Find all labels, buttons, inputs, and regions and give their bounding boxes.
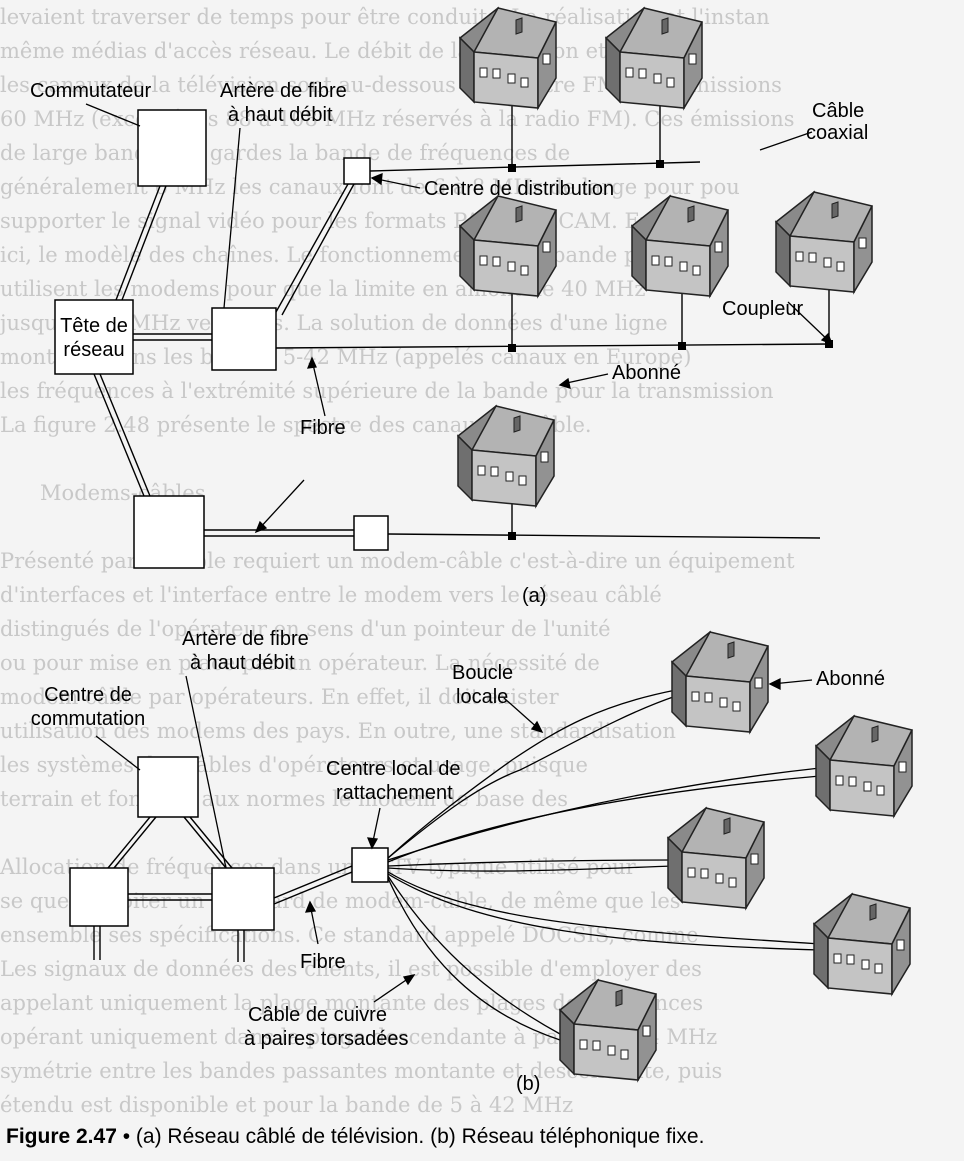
house-icon — [631, 195, 729, 297]
label-centre-local-line1: Centre local de — [326, 758, 461, 780]
label-artere-fibre-a-line2: à haut débit — [228, 104, 333, 126]
label-centre-distribution: Centre de distribution — [424, 178, 615, 200]
label-centre-local-line2: rattachement — [336, 782, 453, 804]
label-centre-commutation-line2: commutation — [30, 708, 146, 730]
house-icon — [459, 195, 557, 297]
house-icon — [671, 631, 769, 733]
label-cable-cuivre-line1: Câble de cuivre — [248, 1004, 387, 1026]
panel-b-label: (b) — [516, 1073, 541, 1095]
label-tete-reseau-line2: réseau — [63, 339, 125, 361]
tete-de-reseau-box — [54, 299, 134, 375]
panel-a — [54, 7, 873, 569]
label-centre-commutation-line1: Centre de — [44, 684, 132, 706]
label-abonne-a: Abonné — [612, 362, 681, 384]
house-icon — [775, 191, 873, 293]
lower-node-box — [133, 495, 205, 569]
house-icon — [605, 7, 703, 109]
label-fibre-a: Fibre — [300, 417, 346, 439]
label-boucle-line2: locale — [456, 686, 509, 708]
label-artere-fibre-b-line2: à haut débit — [190, 652, 295, 674]
centre-distribution-box — [343, 157, 371, 185]
label-tete-reseau-line1: Tête de — [60, 315, 128, 337]
house-icon — [457, 405, 555, 507]
label-artere-fibre-a-line1: Artère de fibre — [220, 80, 347, 102]
label-coupleur: Coupleur — [722, 298, 804, 320]
right-switch-box — [211, 867, 275, 931]
label-commutateur: Commutateur — [30, 80, 152, 102]
left-switch-box — [69, 867, 129, 927]
figure-caption: Figure 2.47 • (a) Réseau câblé de télévi… — [6, 1125, 704, 1149]
commutateur-box — [137, 109, 207, 187]
label-boucle-line1: Boucle — [452, 662, 514, 684]
distribution-node-box — [211, 307, 277, 371]
house-icon — [459, 7, 557, 109]
label-cable-coaxial-line1: Câble — [812, 100, 865, 122]
label-fibre-b: Fibre — [300, 951, 346, 973]
label-cable-cuivre-line2: à paires torsadées — [244, 1028, 409, 1050]
panel-b — [69, 631, 913, 1081]
house-icon — [813, 893, 911, 995]
caption-bullet: • — [122, 1125, 136, 1148]
panel-a-label: (a) — [522, 585, 547, 607]
house-icon — [559, 979, 657, 1081]
house-icon — [667, 807, 765, 909]
centre-commutation-box — [137, 756, 199, 818]
label-artere-fibre-b-line1: Artère de fibre — [182, 628, 309, 650]
centre-local-box — [351, 847, 389, 883]
figure-number: Figure 2.47 — [6, 1125, 117, 1148]
fibre-node-box — [353, 515, 389, 551]
caption-text: (a) Réseau câblé de télévision. (b) Rése… — [135, 1125, 705, 1148]
label-cable-coaxial-line2: coaxial — [806, 122, 869, 144]
house-icon — [815, 715, 913, 817]
label-abonne-b: Abonné — [816, 668, 885, 690]
